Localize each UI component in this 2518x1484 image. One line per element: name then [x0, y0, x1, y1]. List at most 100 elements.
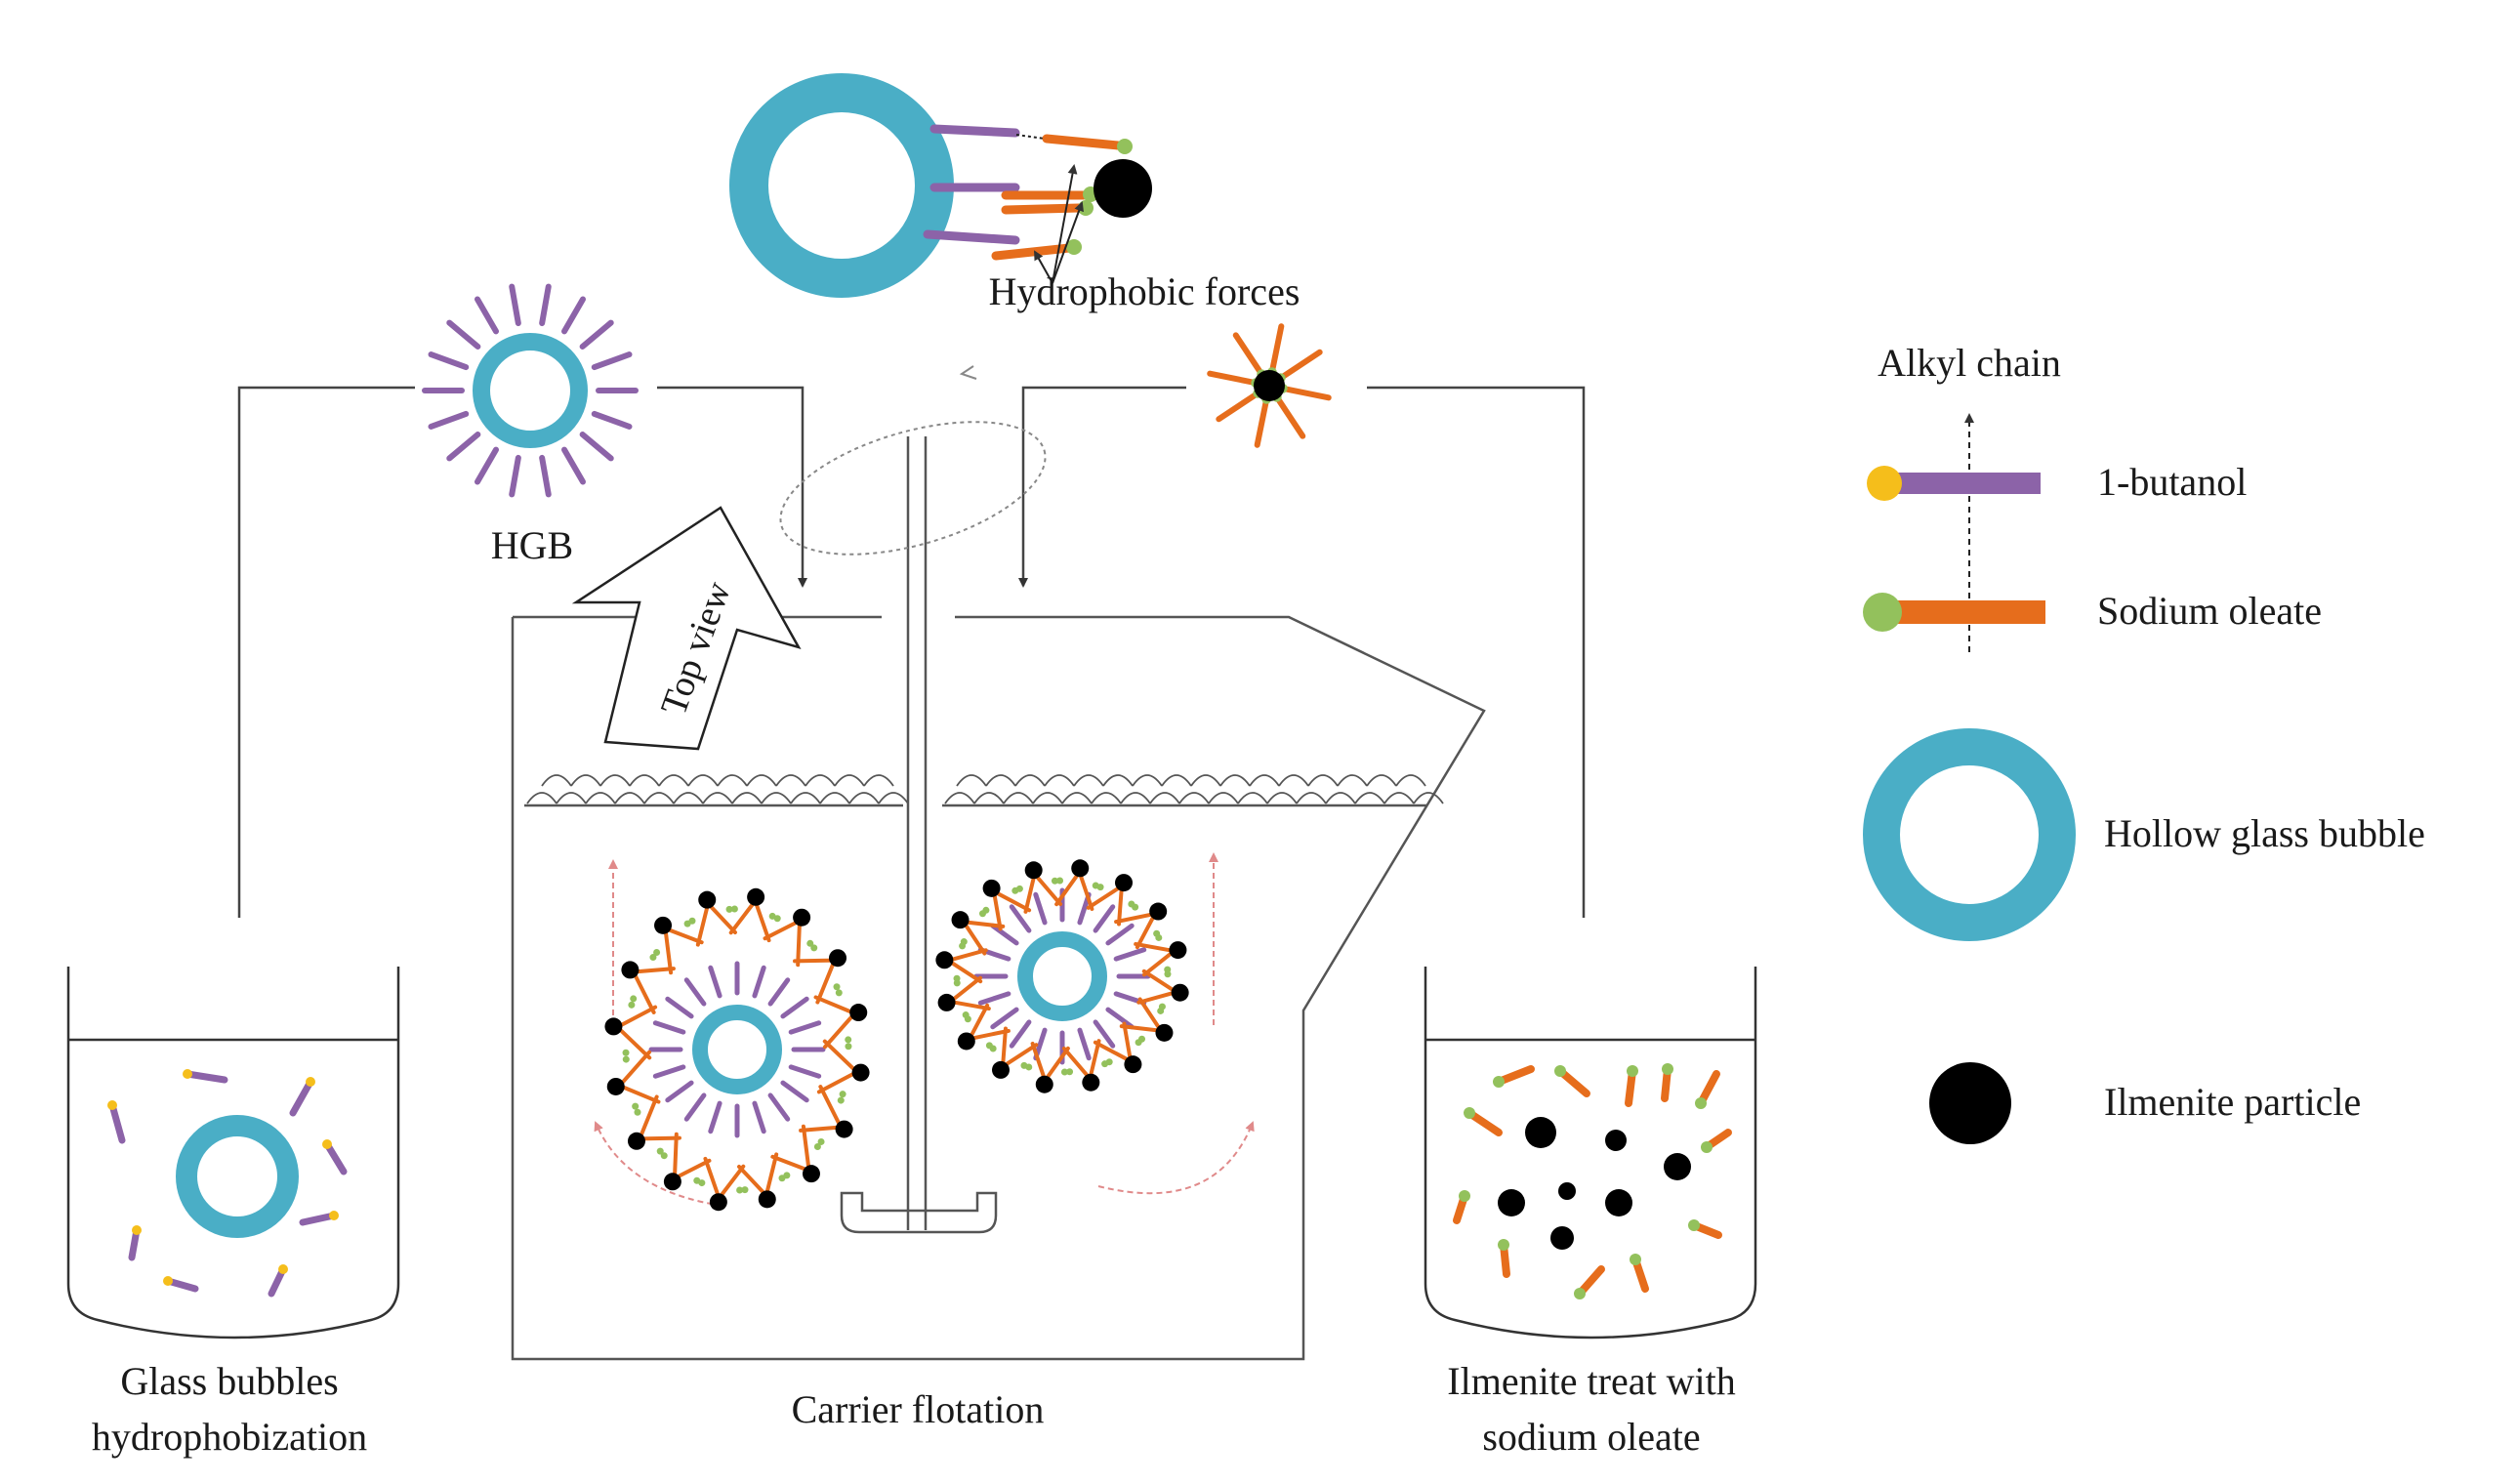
aggregate-oleate-head: [1153, 929, 1161, 937]
aggregate-ilmenite: [1149, 902, 1168, 921]
froth-bubble: [1237, 792, 1268, 804]
aggregate-butanol-chain: [683, 977, 707, 1007]
hgb-modified-bubble: [422, 283, 639, 498]
aggregate-oleate-head: [1164, 970, 1172, 978]
aggregate-left: [604, 887, 870, 1212]
aggregate-oleate-chain: [1054, 870, 1082, 907]
aggregate-ilmenite: [698, 890, 717, 909]
rising-flow-arrows: [594, 852, 1255, 1207]
aggregate-ilmenite: [654, 916, 673, 934]
froth-bubble: [1014, 774, 1046, 787]
carrier-flotation-label: Carrier flotation: [792, 1387, 1045, 1431]
aggregate-ilmenite: [951, 911, 970, 929]
legend-bubble-label: Hollow glass bubble: [2104, 811, 2425, 855]
aggregate-oleate-chain: [813, 995, 857, 1015]
aggregate-oleate-chain: [617, 1050, 652, 1089]
froth-bubble: [1149, 792, 1180, 804]
froth-bubble: [526, 792, 557, 804]
aggregate-oleate-head: [1066, 1068, 1074, 1076]
ilmenite-particle: [1558, 1182, 1576, 1200]
butanol-chain: [289, 1078, 314, 1117]
aggregate-oleate-head: [835, 989, 843, 997]
aggregate-ilmenite: [829, 949, 847, 968]
ilmenite-particle: [1605, 1189, 1632, 1216]
flow-lines: [237, 386, 1586, 918]
froth-bubble: [614, 792, 645, 804]
aggregate-ilmenite: [1024, 861, 1043, 880]
aggregate-oleate-chain: [1032, 872, 1063, 907]
ilmenite-particles: [1498, 1117, 1691, 1250]
ilmenite-core: [1254, 370, 1285, 401]
froth-bubble: [1354, 792, 1385, 804]
aggregate-oleate-chain: [728, 898, 758, 935]
froth-bubble: [848, 792, 880, 804]
aggregate-butanol-chain: [1009, 904, 1032, 933]
legend: Alkyl chain 1-butanol Sodium oleate Holl…: [1863, 341, 2425, 1144]
butanol-head: [107, 1100, 117, 1110]
aggregate-oleate-chain: [631, 969, 656, 1014]
aggregate-oleate-head: [989, 1045, 997, 1052]
aggregate-oleate-head: [1056, 877, 1064, 885]
aggregate-oleate-head: [632, 1102, 640, 1110]
froth-bubble: [1413, 792, 1444, 804]
aggregate-butanol-chain: [990, 923, 1019, 946]
hgb-label: HGB: [491, 523, 573, 567]
aggregate-oleate-chain: [1061, 1046, 1093, 1081]
hgb-chain: [539, 283, 552, 327]
aggregate-oleate-head: [768, 912, 776, 920]
butanol-head: [306, 1077, 315, 1087]
rotation-indicator: [779, 421, 1047, 556]
aggregate-oleate-head: [1158, 1003, 1166, 1010]
legend-bubble-icon: [1863, 728, 2076, 941]
ilmenite-feed-line: [1023, 386, 1586, 918]
legend-ilmenite-icon: [1929, 1062, 2011, 1144]
froth-bubble: [775, 774, 806, 787]
aggregate-ilmenite: [849, 1004, 868, 1022]
detail-bubble-icon: [729, 73, 954, 298]
aggregate-oleate-chain: [961, 920, 1006, 928]
aggregate-ilmenite: [793, 908, 811, 927]
aggregate-oleate-chain: [631, 967, 676, 974]
butanol-head: [322, 1139, 332, 1149]
aggregate-butanol-chain: [1033, 891, 1048, 926]
aggregate-bubble: [692, 1005, 782, 1094]
froth-bubble: [643, 792, 675, 804]
aggregate-oleate-chain: [818, 1085, 844, 1130]
ilmenite-chain: [1254, 395, 1270, 448]
aggregate-oleate-chain: [1141, 969, 1178, 995]
impeller-shaft: [906, 436, 928, 1230]
oleate-head: [1574, 1288, 1586, 1299]
aggregate-ilmenite: [835, 1120, 853, 1138]
aggregate-oleate-head: [1128, 900, 1135, 908]
butanol-head: [183, 1069, 192, 1079]
aggregate-oleate-head: [730, 905, 738, 913]
froth-bubble: [1278, 774, 1309, 787]
froth-bubble: [819, 792, 850, 804]
aggregate-oleate-head: [736, 1186, 744, 1194]
top-view-arrow: Top view: [571, 506, 802, 751]
detail-ilmenite-icon: [1094, 159, 1152, 218]
froth-bubble: [790, 792, 821, 804]
aggregate-oleate-chain: [793, 958, 837, 964]
aggregate-oleate-head: [839, 1091, 846, 1098]
froth-bubble: [1091, 792, 1122, 804]
oleate-head: [1627, 1065, 1638, 1077]
aggregate-ilmenite: [747, 887, 765, 906]
aggregate-oleate-chain: [1043, 1046, 1070, 1083]
froth-bubble: [1003, 792, 1034, 804]
aggregate-oleate-chain: [615, 1024, 652, 1060]
rotation-arrow-head: [959, 365, 977, 380]
impeller: [840, 1191, 998, 1234]
froth-bubble: [541, 774, 572, 787]
aggregate-butanol-chain: [780, 1080, 809, 1103]
oleate-head: [1701, 1141, 1713, 1153]
froth-bubble: [1044, 774, 1075, 787]
aggregate-butanol-chain: [652, 1020, 686, 1035]
aggregate-ilmenite: [758, 1190, 776, 1209]
aggregate-ilmenite: [604, 1017, 623, 1036]
butanol-chain: [184, 1070, 228, 1084]
aggregate-ilmenite: [606, 1077, 625, 1095]
aggregate-oleate-chain: [801, 1124, 811, 1173]
oleate-head: [1630, 1254, 1641, 1265]
hydrophobic-detail: Hydrophobic forces: [729, 73, 1300, 313]
